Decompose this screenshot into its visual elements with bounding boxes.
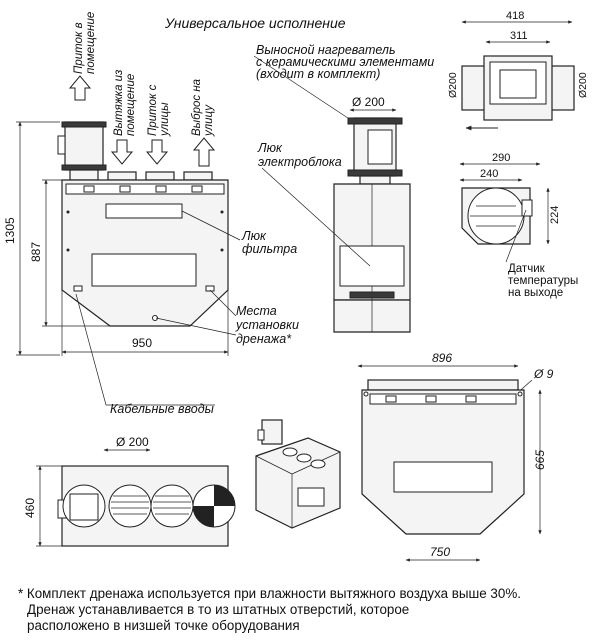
dim-heater-inner: 311 xyxy=(510,30,528,42)
filter-hatch-top xyxy=(105,203,183,219)
dim-hole-dia: Ø 9 xyxy=(533,367,554,381)
dim-height-total: 1305 xyxy=(3,217,17,244)
side-view: Выносной нагреватель с керамическими эле… xyxy=(253,43,438,333)
dim-back-height: 665 xyxy=(533,450,547,470)
sensor-view: 290 240 224 Датчик температуры на выходе xyxy=(459,152,581,299)
dim-heater-len: 418 xyxy=(506,10,524,22)
footnote-line-2: Дренаж устанавливается в то из штатных о… xyxy=(27,602,410,617)
supply-room-arrow xyxy=(68,75,92,101)
drawing-title: Универсальное исполнение xyxy=(164,15,346,31)
label-filter-hatch: Люк фильтра xyxy=(241,229,297,256)
label-supply-street: Приток с улицы xyxy=(147,81,171,137)
dim-dia-top: Ø 200 xyxy=(352,95,385,109)
isometric-view xyxy=(255,419,341,529)
label-cable-inputs: Кабельные вводы xyxy=(110,402,214,416)
label-electro-hatch: Люк электроблока xyxy=(257,141,342,169)
dim-back-bottom: 750 xyxy=(430,545,450,559)
footnote-line-1: * Комплект дренажа используется при влаж… xyxy=(18,586,521,601)
label-heater: Выносной нагреватель с керамическими эле… xyxy=(256,43,438,81)
dim-back-width: 896 xyxy=(432,351,452,365)
dim-heater-dia-right: Ø200 xyxy=(577,72,589,98)
electro-window-front xyxy=(91,253,197,287)
supply-street-arrow xyxy=(145,139,169,165)
back-view: 896 Ø 9 665 750 xyxy=(357,351,554,562)
dim-sensor-h: 224 xyxy=(549,206,561,224)
footnote-line-3: расположено в низшей точке оборудования xyxy=(27,618,300,633)
label-exhaust-street: Выброс на улицу xyxy=(191,76,215,137)
label-exhaust-room: Вытяжка из помещение xyxy=(113,66,137,136)
dim-sensor-inner: 240 xyxy=(480,168,498,180)
dim-dia-bottom: Ø 200 xyxy=(116,435,149,449)
dim-sensor-outer: 290 xyxy=(492,152,510,164)
heater-view: 418 311 Ø200 Ø200 xyxy=(447,10,589,131)
exhaust-room-arrow xyxy=(110,139,134,165)
exhaust-street-arrow xyxy=(192,137,216,167)
electro-hatch-side xyxy=(339,245,405,287)
dim-heater-dia-left: Ø200 xyxy=(447,72,459,98)
dim-top-depth: 460 xyxy=(23,498,37,518)
label-temp-sensor: Датчик температуры на выходе xyxy=(508,263,581,299)
footnote: * Комплект дренажа используется при влаж… xyxy=(18,586,598,634)
top-view: Ø 200 460 xyxy=(23,435,236,547)
label-drain-places: Места установки дренажа* xyxy=(235,304,302,346)
dim-height-body: 887 xyxy=(29,242,43,262)
front-view: Приток в помещение Вытяжка из помещение … xyxy=(3,12,302,416)
label-supply-room: Приток в помещение xyxy=(73,12,97,74)
dim-width-front: 950 xyxy=(132,336,152,350)
